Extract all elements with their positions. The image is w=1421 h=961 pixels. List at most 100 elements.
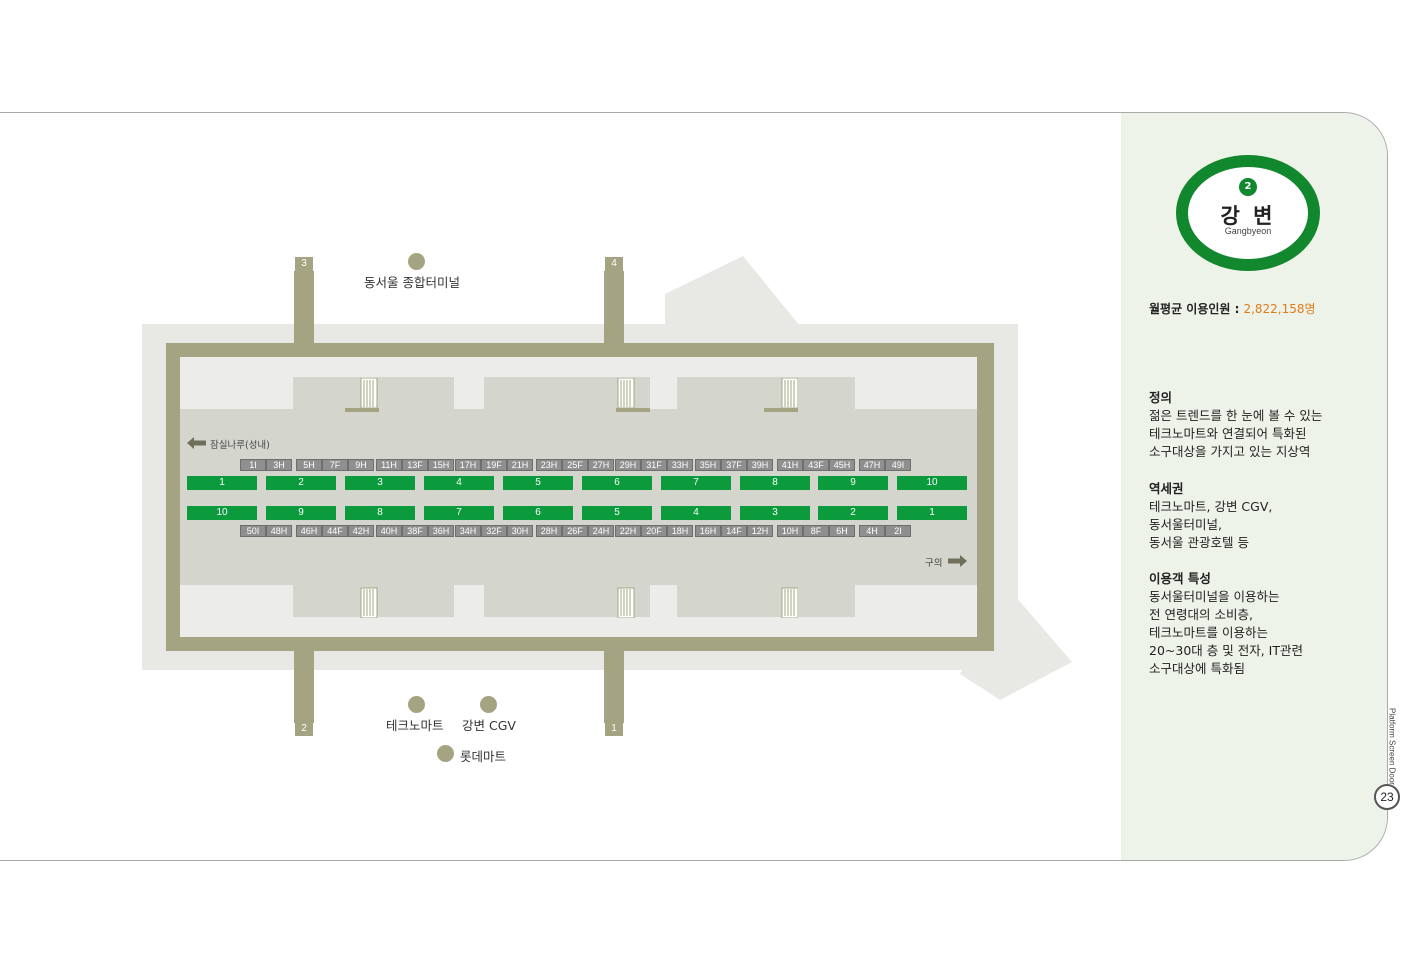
train-car: 10 [897, 476, 967, 490]
door-block: 7F [322, 459, 348, 471]
stairs-icon [764, 378, 798, 412]
ridership-value: 2,822,158명 [1243, 302, 1316, 316]
page-title: Platform Screen Door [1387, 708, 1397, 785]
train-car: 9 [266, 506, 336, 520]
door-block: 13F [402, 459, 428, 471]
landmark-technomart: 테크노마트 [386, 718, 444, 733]
door-block: 28H [536, 525, 562, 537]
train-car: 3 [345, 476, 415, 490]
landmark-dot [437, 745, 454, 762]
train-car: 1 [897, 506, 967, 520]
exit-corridor-2 [294, 649, 314, 723]
door-block: 48H [266, 525, 292, 537]
map-diagonal-shapes [665, 256, 1072, 700]
train-car: 8 [740, 476, 810, 490]
landmark-dot [408, 253, 425, 270]
direction-right-label: 구의 [925, 558, 943, 569]
exit-corridor-3 [294, 271, 314, 345]
section-heading: 정의 [1149, 390, 1173, 405]
door-block: 29H [615, 459, 641, 471]
page-number: 23 [1374, 784, 1400, 810]
ridership: 월평균 이용인원 :2,822,158명 [1149, 300, 1316, 317]
train-car: 2 [266, 476, 336, 490]
landmark-cgv: 강변 CGV [462, 718, 516, 733]
landmark-terminal: 동서울 종합터미널 [364, 275, 460, 290]
door-block: 3H [266, 459, 292, 471]
exit-corridor-4 [604, 271, 624, 345]
door-block: 10H [777, 525, 803, 537]
door-block: 18H [667, 525, 693, 537]
door-block: 27H [588, 459, 614, 471]
door-block: 19F [481, 459, 507, 471]
door-block: 24H [588, 525, 614, 537]
arrow-right-icon [948, 555, 967, 567]
door-block: 25F [562, 459, 588, 471]
landmark-dot [480, 696, 497, 713]
stairs-icon [616, 378, 650, 412]
door-block: 1I [240, 459, 266, 471]
door-block: 43F [803, 459, 829, 471]
exit-number-2: 2 [295, 722, 313, 736]
section-passenger-profile: 이용객 특성 동서울터미널을 이용하는 전 연령대의 소비층, 테크노마트를 이… [1149, 571, 1303, 676]
landmark-lottemart: 롯데마트 [460, 749, 507, 764]
door-block: 30H [507, 525, 533, 537]
door-block: 35H [695, 459, 721, 471]
door-block: 40H [376, 525, 402, 537]
direction-left-label: 잠실나루(성내) [210, 440, 270, 451]
door-block: 46H [296, 525, 322, 537]
train-car: 7 [661, 476, 731, 490]
door-block: 34H [455, 525, 481, 537]
door-block: 49I [885, 459, 911, 471]
station-name-en: Gangbyeon [1224, 226, 1272, 236]
landmark-dot [408, 696, 425, 713]
train-car: 5 [503, 476, 573, 490]
train-car: 5 [582, 506, 652, 520]
stairs-icon [781, 587, 798, 618]
train-car: 1 [187, 476, 257, 490]
door-block: 41H [777, 459, 803, 471]
section-heading: 이용객 특성 [1149, 571, 1211, 586]
train-car: 7 [424, 506, 494, 520]
stairs-icon [617, 587, 635, 618]
train-car: 6 [503, 506, 573, 520]
line-number-badge: 2 [1239, 178, 1257, 196]
exit-number-4: 4 [605, 257, 623, 271]
door-block: 2I [885, 525, 911, 537]
train-car: 4 [424, 476, 494, 490]
train-car: 3 [740, 506, 810, 520]
section-heading: 역세권 [1149, 481, 1184, 496]
stairs-icon [345, 378, 379, 412]
door-block: 23H [536, 459, 562, 471]
door-block: 4H [859, 525, 885, 537]
door-block: 8F [803, 525, 829, 537]
section-catchment: 역세권 테크노마트, 강변 CGV, 동서울터미널, 동서울 관광호텔 등 [1149, 481, 1273, 550]
door-block: 11H [376, 459, 402, 471]
train-car: 10 [187, 506, 257, 520]
door-block: 14F [721, 525, 747, 537]
train-car: 4 [661, 506, 731, 520]
door-block: 36H [428, 525, 454, 537]
door-block: 47H [859, 459, 885, 471]
exit-number-1: 1 [605, 722, 623, 736]
door-block: 20F [641, 525, 667, 537]
door-block: 32F [481, 525, 507, 537]
station-name-ko: 강 변 [1220, 204, 1276, 228]
train-car: 9 [818, 476, 888, 490]
section-definition: 정의 젊은 트렌드를 한 눈에 볼 수 있는 테크노마트와 연결되어 특화된 소… [1149, 390, 1323, 459]
door-block: 45H [829, 459, 855, 471]
door-block: 37F [721, 459, 747, 471]
platform-area [180, 409, 977, 585]
door-block: 26F [562, 525, 588, 537]
door-block: 38F [402, 525, 428, 537]
door-block: 6H [829, 525, 855, 537]
door-block: 44F [322, 525, 348, 537]
stairs-icon [360, 587, 378, 618]
train-car: 2 [818, 506, 888, 520]
exit-corridor-1 [604, 649, 624, 723]
exit-number-3: 3 [295, 257, 313, 271]
train-car: 6 [582, 476, 652, 490]
door-block: 50I [240, 525, 266, 537]
ridership-label: 월평균 이용인원 : [1149, 302, 1240, 316]
door-block: 39H [747, 459, 773, 471]
door-block: 16H [695, 525, 721, 537]
